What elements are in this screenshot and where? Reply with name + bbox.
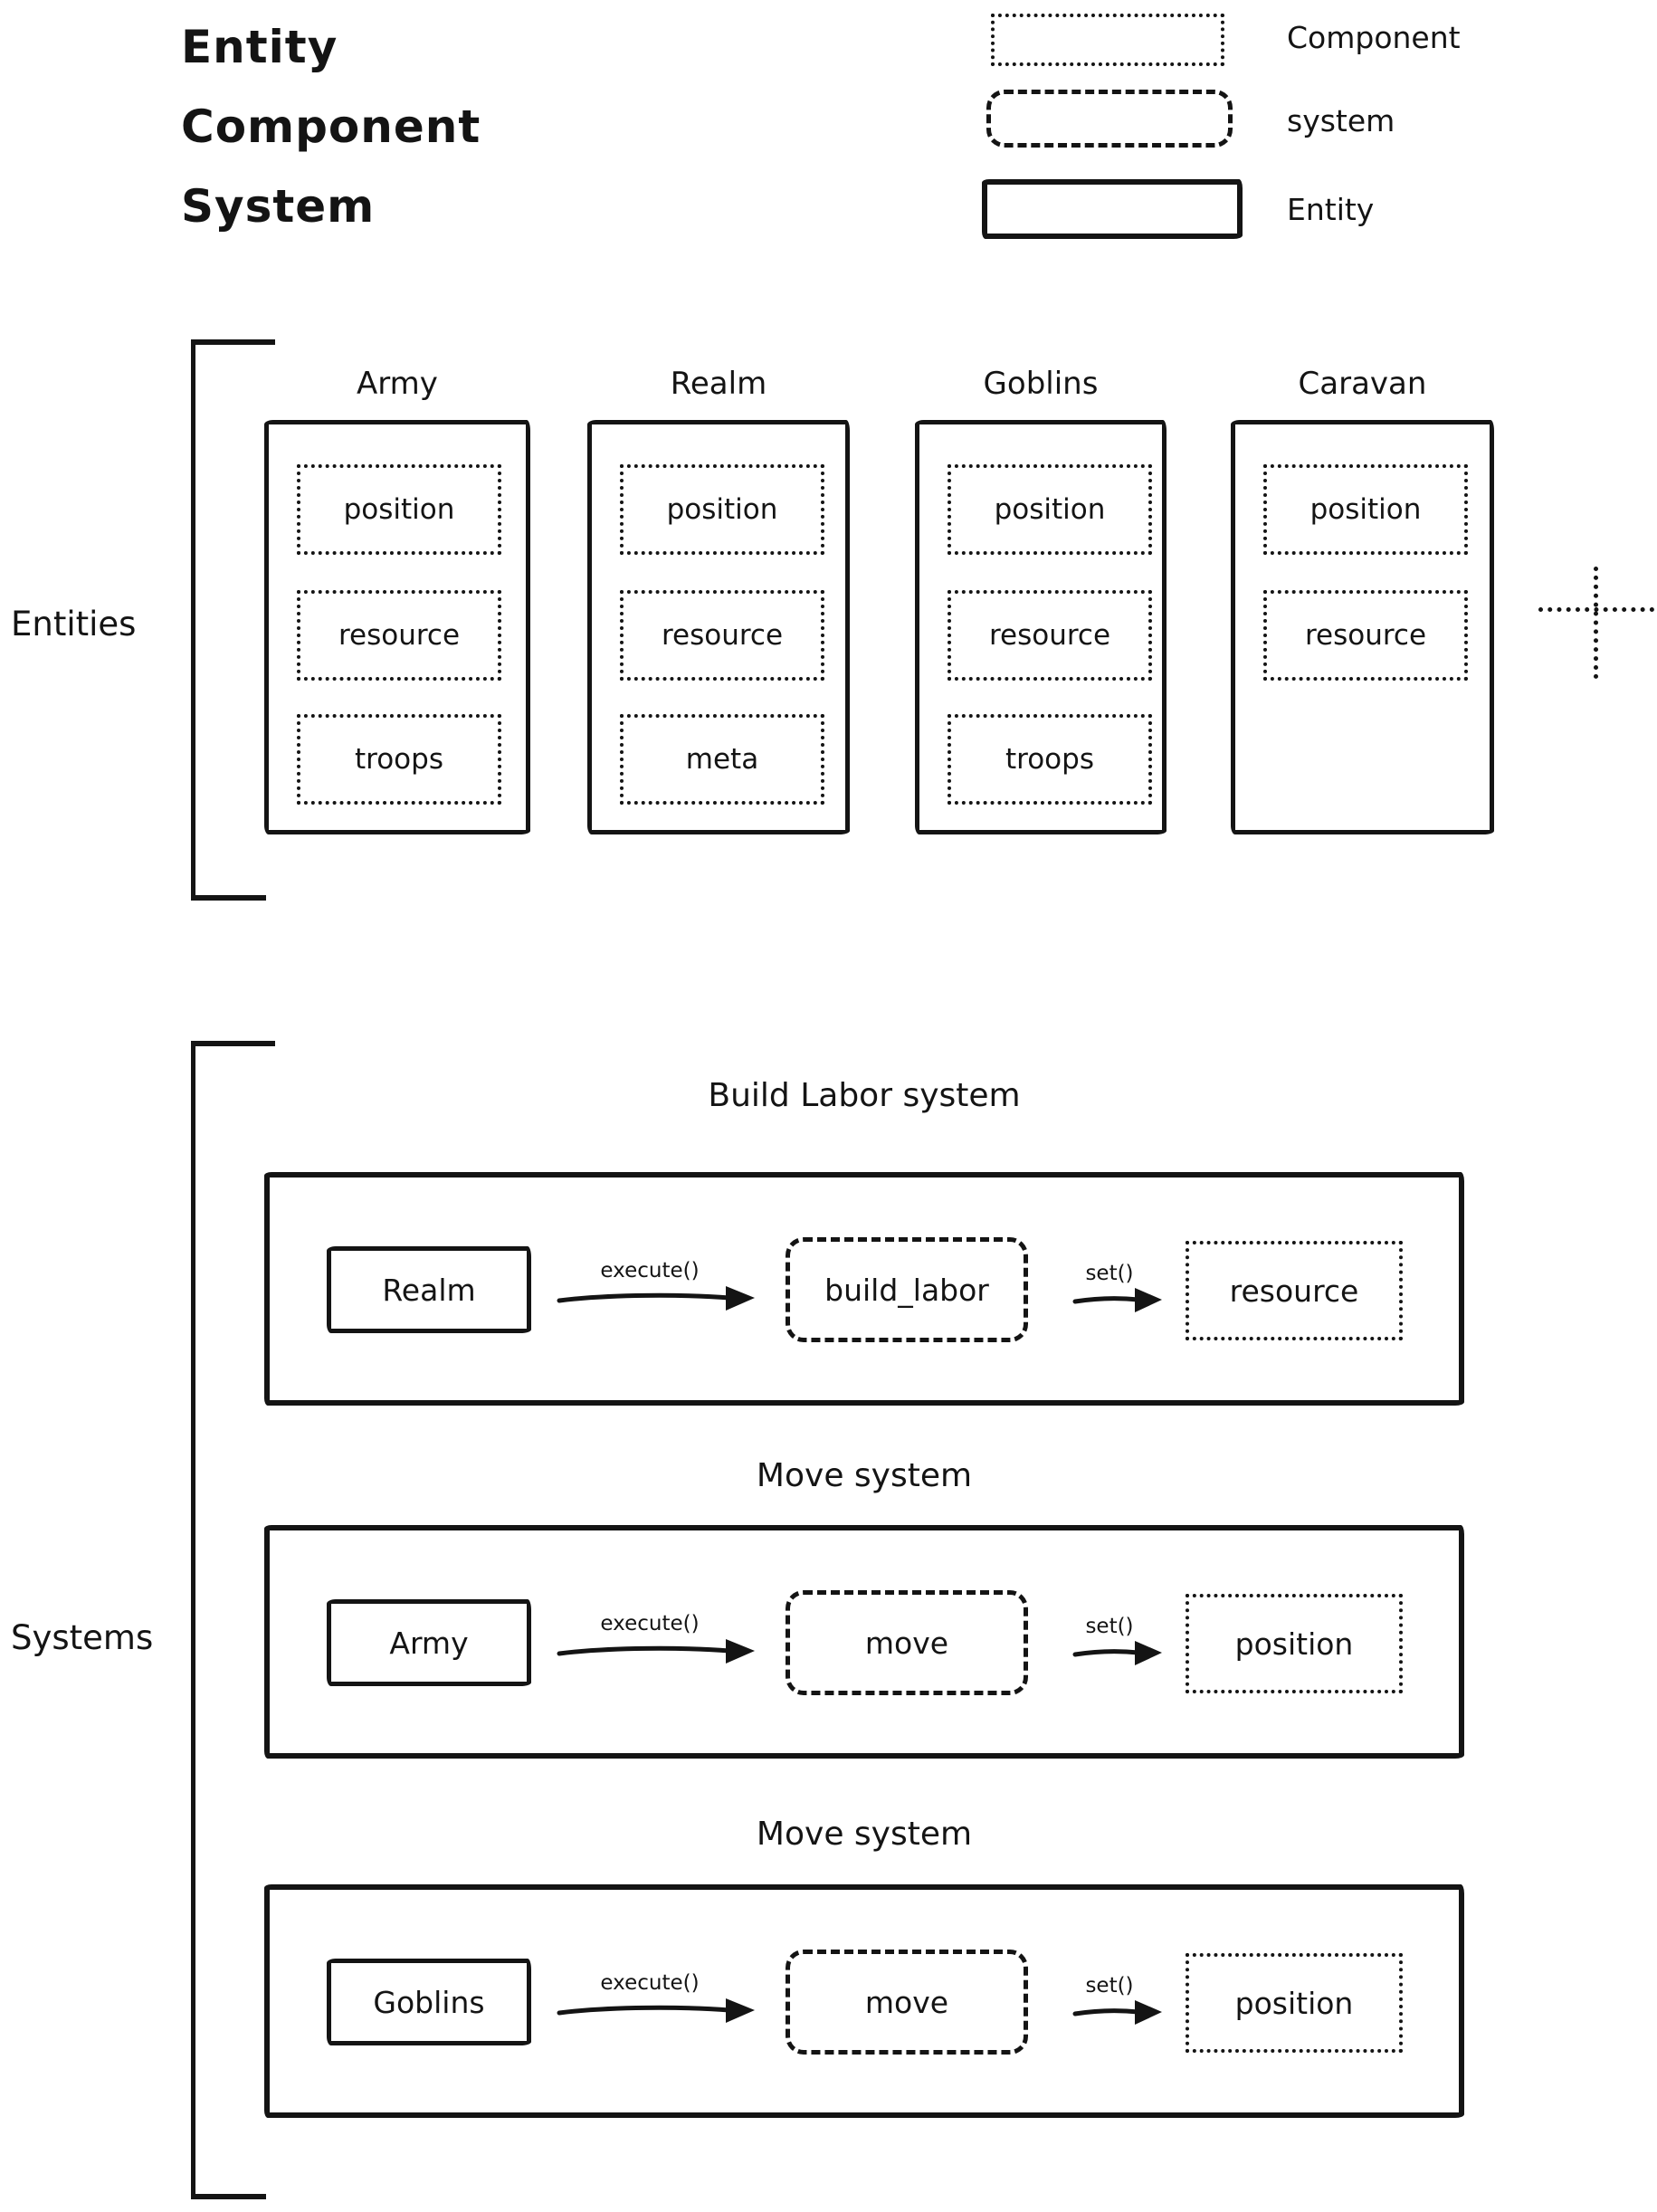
system-row-move-goblins: Goblins execute() move set() position xyxy=(264,1884,1464,2118)
set-call-label: set() xyxy=(1085,1974,1134,1997)
system-entity-box: Realm xyxy=(327,1246,531,1333)
entity-card-realm: Realm position resource meta xyxy=(587,366,850,834)
execute-arrow-icon xyxy=(557,1998,755,2023)
component-box: resource xyxy=(1263,590,1468,681)
systems-section-label: Systems xyxy=(11,1618,154,1657)
component-box: troops xyxy=(948,714,1152,805)
system-component-box: position xyxy=(1186,1594,1403,1693)
execute-call-label: execute() xyxy=(600,1971,700,1995)
component-box: position xyxy=(620,464,824,555)
system-row-title: Build Labor system xyxy=(708,1077,1021,1114)
component-box: resource xyxy=(948,590,1152,681)
system-row-build-labor: Realm execute() build_labor set() resour… xyxy=(264,1172,1464,1406)
execute-arrow-icon xyxy=(557,1639,755,1664)
system-row-title: Move system xyxy=(756,1457,973,1494)
system-row-move-army: Army execute() move set() position xyxy=(264,1525,1464,1759)
component-box: position xyxy=(1263,464,1468,555)
component-box: meta xyxy=(620,714,824,805)
system-function-box: move xyxy=(786,1950,1028,2055)
legend-entity-label: Entity xyxy=(1287,192,1375,227)
entity-box-realm: position resource meta xyxy=(587,420,850,834)
entity-card-army: Army position resource troops xyxy=(264,366,530,834)
entity-box-goblins: position resource troops xyxy=(915,420,1167,834)
execute-arrow-icon xyxy=(557,1286,755,1311)
page-title-line-3: System xyxy=(181,180,376,233)
entity-card-caravan: Caravan position resource xyxy=(1231,366,1494,834)
entity-title-realm: Realm xyxy=(670,366,767,402)
legend-system-label: system xyxy=(1287,103,1395,138)
entity-title-caravan: Caravan xyxy=(1298,366,1427,402)
set-arrow-icon xyxy=(1072,1288,1162,1312)
systems-bracket xyxy=(191,1041,275,2199)
page-title-line-2: Component xyxy=(181,100,481,153)
set-arrow-icon xyxy=(1072,1641,1162,1665)
legend-component-swatch xyxy=(991,14,1224,66)
legend-component-label: Component xyxy=(1287,20,1461,55)
entity-card-goblins: Goblins position resource troops xyxy=(915,366,1167,834)
entity-title-army: Army xyxy=(357,366,438,402)
set-arrow-icon xyxy=(1072,2000,1162,2025)
system-component-box: position xyxy=(1186,1953,1403,2053)
system-row-title: Move system xyxy=(756,1816,973,1853)
entity-box-caravan: position resource xyxy=(1231,420,1494,834)
system-function-box: move xyxy=(786,1590,1028,1695)
set-call-label: set() xyxy=(1085,1262,1134,1285)
system-function-box: build_labor xyxy=(786,1237,1028,1342)
component-box: position xyxy=(297,464,501,555)
entity-title-goblins: Goblins xyxy=(983,366,1099,402)
entities-section-label: Entities xyxy=(11,605,137,644)
entity-box-army: position resource troops xyxy=(264,420,530,834)
component-box: position xyxy=(948,464,1152,555)
legend-entity-swatch xyxy=(982,179,1243,239)
system-entity-box: Goblins xyxy=(327,1959,531,2045)
system-entity-box: Army xyxy=(327,1599,531,1686)
execute-call-label: execute() xyxy=(600,1612,700,1635)
component-box: resource xyxy=(620,590,824,681)
entities-bracket xyxy=(191,339,275,901)
page-title: Entity Component System xyxy=(181,7,481,246)
system-component-box: resource xyxy=(1186,1241,1403,1340)
execute-call-label: execute() xyxy=(600,1259,700,1282)
page-title-line-1: Entity xyxy=(181,21,338,73)
set-call-label: set() xyxy=(1085,1615,1134,1638)
component-box: troops xyxy=(297,714,501,805)
legend-system-swatch xyxy=(986,90,1233,148)
component-box: resource xyxy=(297,590,501,681)
